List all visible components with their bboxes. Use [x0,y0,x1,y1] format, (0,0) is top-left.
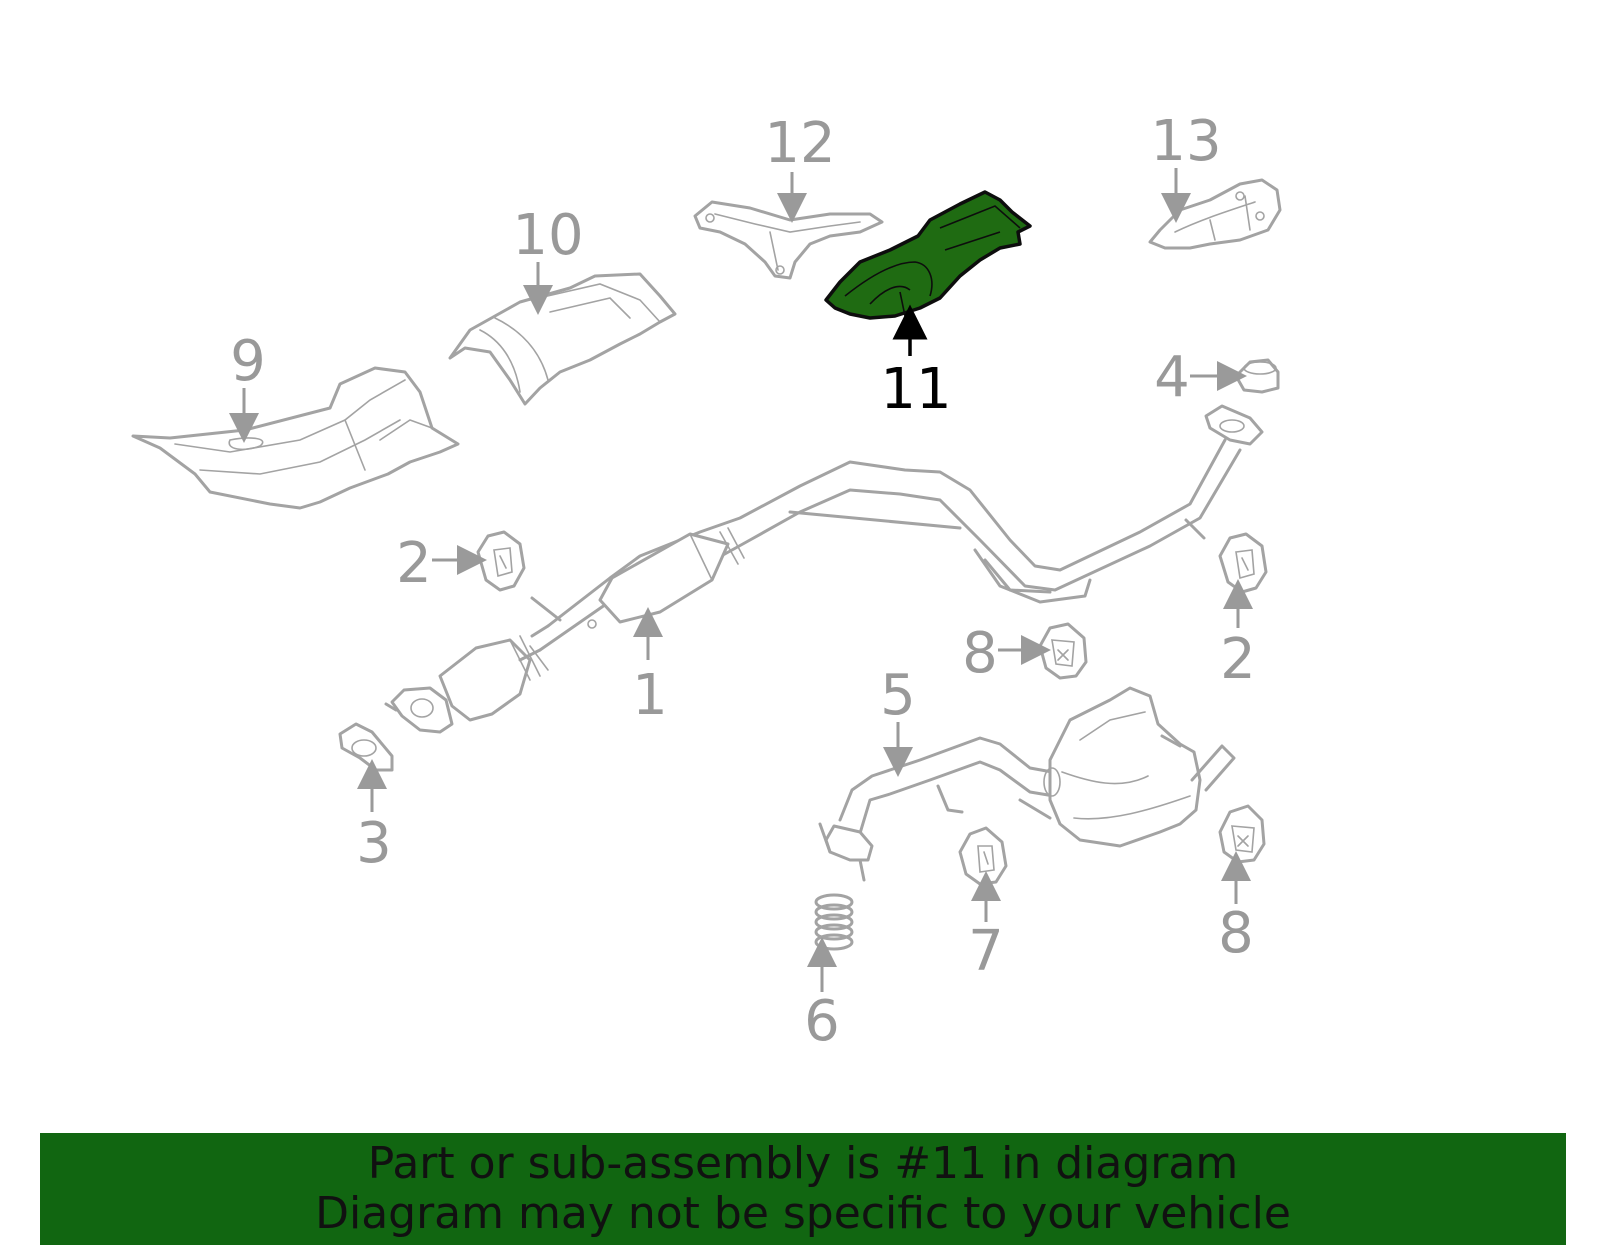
exhaust-diagram: 9 10 12 11 13 4 2 2 1 3 8 5 6 7 8 [131,109,1282,1054]
callout-4[interactable]: 4 [1154,345,1190,410]
heat-shield-10[interactable] [448,272,677,406]
callout-2-right[interactable]: 2 [1220,627,1256,692]
hanger-rubber-7[interactable] [958,826,1008,886]
callout-8-upper[interactable]: 8 [962,621,998,686]
front-pipe-1[interactable] [384,404,1264,734]
callout-8-lower[interactable]: 8 [1218,901,1254,966]
heat-shield-9[interactable] [131,366,460,510]
callout-7[interactable]: 7 [968,919,1004,984]
gasket-3[interactable] [338,722,394,772]
callout-9[interactable]: 9 [230,329,266,394]
hanger-rubber-8-upper[interactable] [1038,622,1088,680]
callout-5[interactable]: 5 [880,663,916,728]
hanger-rubber-2-right[interactable] [1218,532,1268,594]
callout-12[interactable]: 12 [764,111,835,176]
banner-line-2: Diagram may not be specific to your vehi… [315,1188,1291,1239]
heat-shield-13[interactable] [1148,178,1282,250]
info-banner: Part or sub-assembly is #11 in diagram D… [40,1133,1566,1245]
hanger-rubber-2-left[interactable] [476,530,526,592]
callout-3[interactable]: 3 [356,811,392,876]
callout-arrows [229,168,1253,992]
callout-10[interactable]: 10 [512,203,583,268]
callout-6[interactable]: 6 [804,989,840,1054]
hanger-rubber-8-lower[interactable] [1218,804,1266,864]
seal-4[interactable] [1234,358,1280,394]
callout-11-highlighted[interactable]: 11 [880,357,951,422]
callout-1[interactable]: 1 [632,663,668,728]
callout-2-left[interactable]: 2 [396,531,432,596]
spring-6[interactable] [814,893,854,951]
heat-shield-11-highlighted[interactable] [824,190,1032,320]
banner-line-1: Part or sub-assembly is #11 in diagram [367,1138,1239,1189]
callout-13[interactable]: 13 [1150,109,1221,174]
muffler-5[interactable] [818,686,1236,882]
